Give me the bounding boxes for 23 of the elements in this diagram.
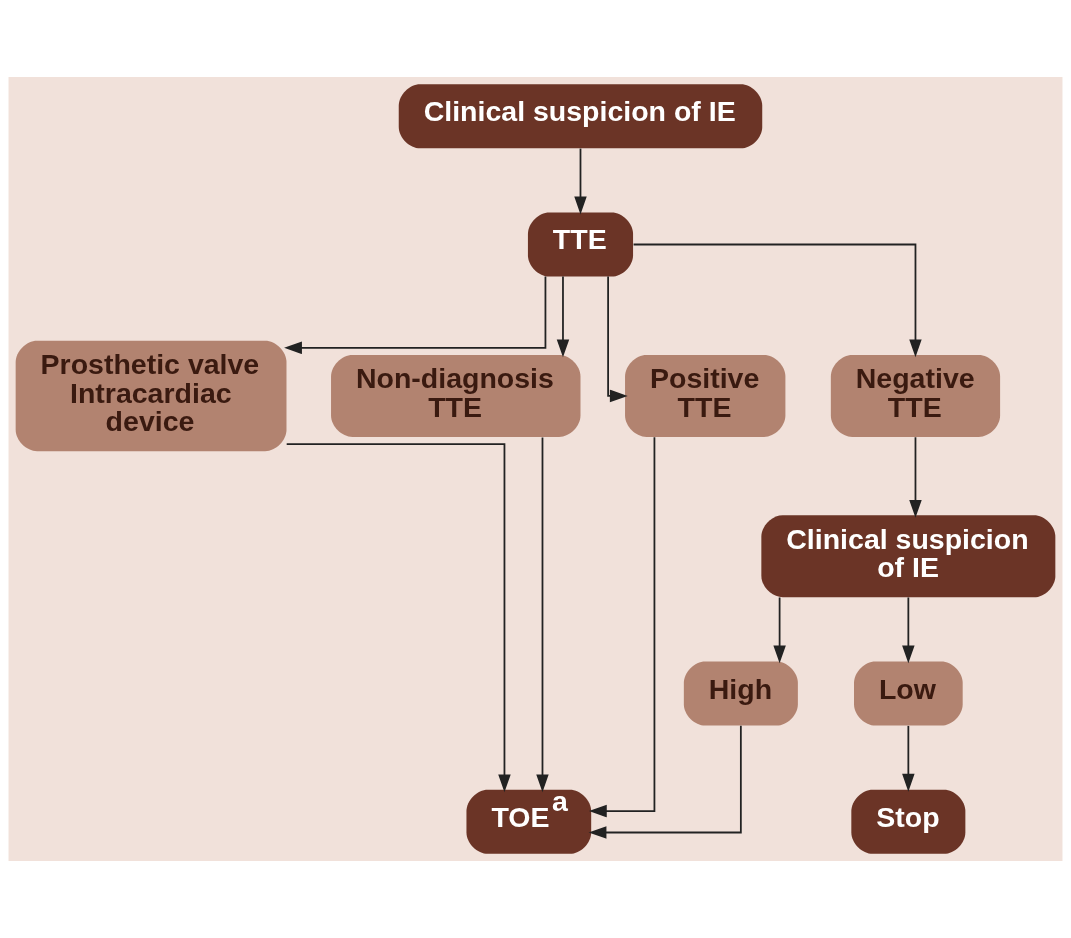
node-box: Non-diagnosis TTE: [331, 354, 581, 437]
arrow: [588, 436, 656, 818]
node-box: Positive TTE: [625, 354, 786, 437]
arrow: [285, 443, 511, 793]
arrow: [909, 436, 922, 518]
node-box: High: [683, 661, 798, 726]
node-box: Clinical suspicion of IE: [761, 515, 1056, 598]
node-box: Low: [854, 661, 963, 726]
arrow: [536, 436, 549, 793]
arrow: [902, 725, 915, 792]
node-box: Clinical suspicion of IE: [398, 84, 763, 149]
arrow: [632, 243, 922, 358]
arrow: [902, 596, 915, 664]
node-box: Stop: [851, 789, 966, 854]
arrow: [574, 147, 587, 215]
node-box: TTE: [527, 212, 634, 277]
arrow: [607, 275, 628, 403]
node-box: Prosthetic valve Intracardiac device: [15, 340, 287, 452]
node-box: Negative TTE: [830, 354, 1001, 437]
arrow: [284, 275, 547, 355]
arrow: [556, 275, 570, 358]
arrow: [773, 596, 786, 664]
arrow: [588, 724, 742, 839]
